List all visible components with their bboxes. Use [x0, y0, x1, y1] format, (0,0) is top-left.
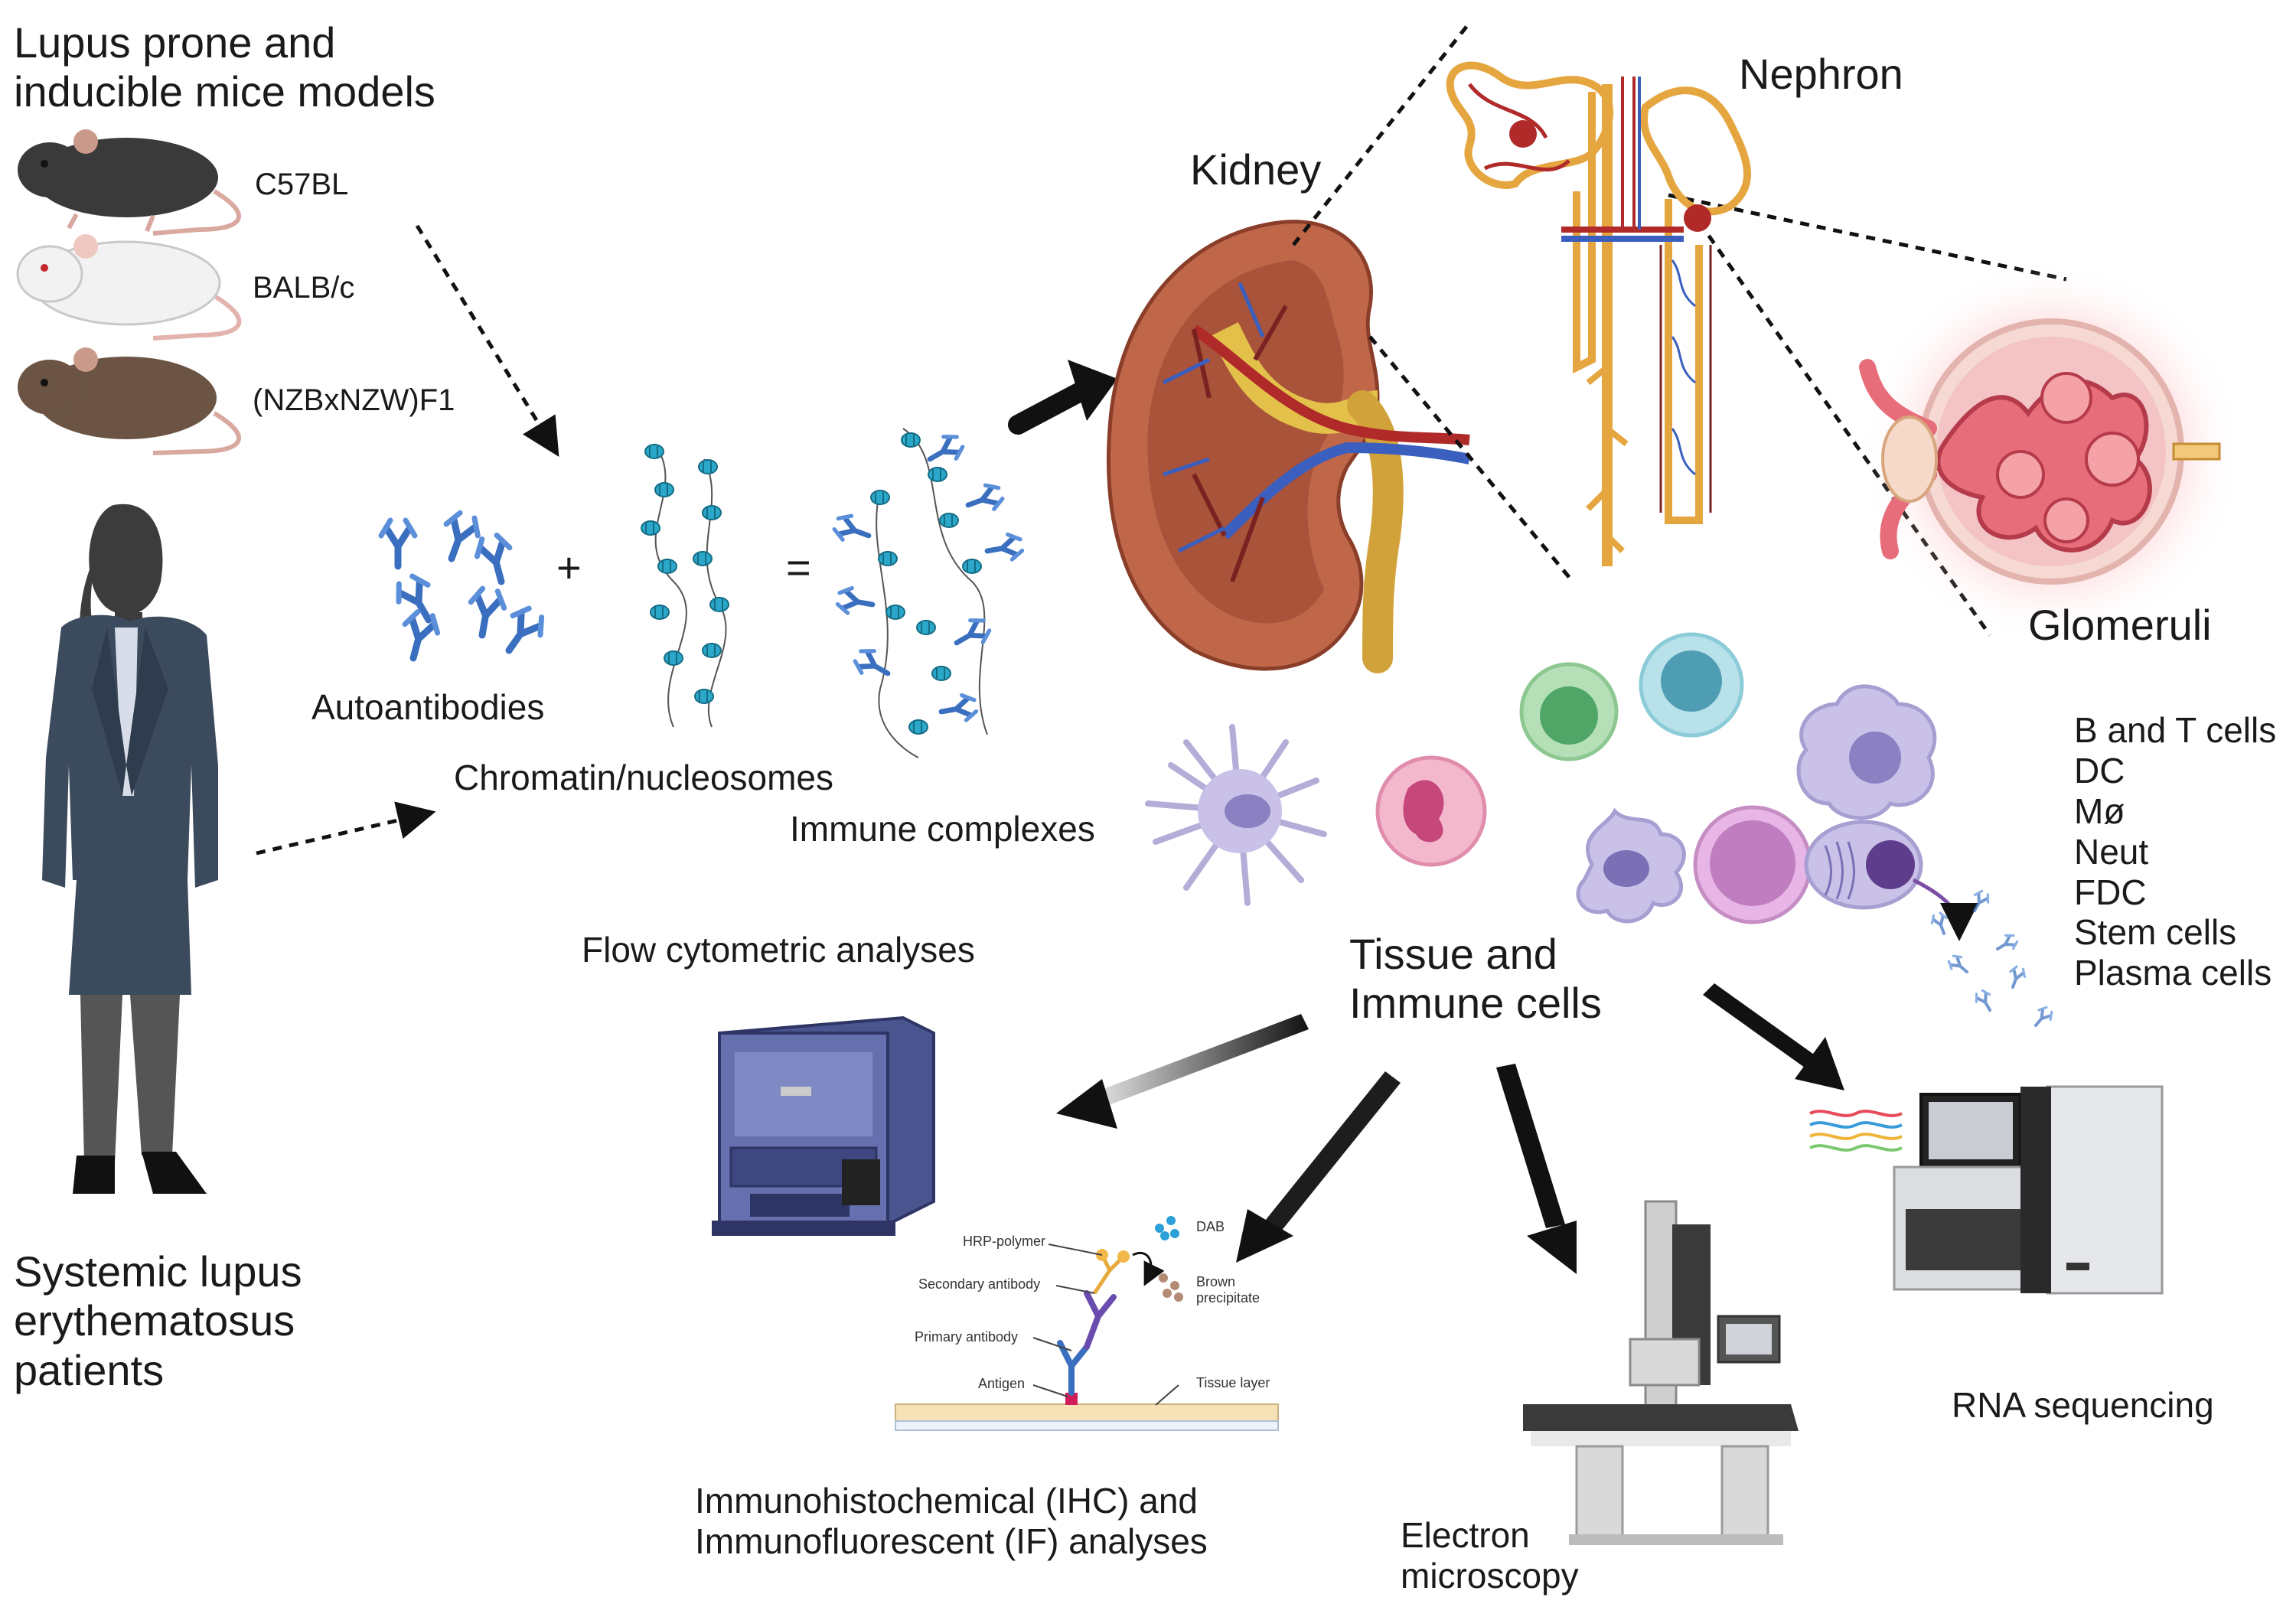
autoantibodies-label: Autoantibodies	[311, 687, 545, 727]
cell-type-fdc: FDC	[2074, 872, 2147, 912]
mice-models-title: Lupus prone and inducible mice models	[14, 18, 435, 117]
ihc-antigen-label: Antigen	[978, 1376, 1026, 1391]
ihc-dab-label: DAB	[1196, 1219, 1225, 1234]
ihc-if-label: Immunohistochemical (IHC) and Immunofluo…	[695, 1481, 1208, 1562]
immune-complexes-icon	[832, 428, 1023, 758]
cells-to-em-arrow	[1496, 1064, 1577, 1274]
em-line2: microscopy	[1401, 1555, 1579, 1596]
ihc-secondary-label: Secondary antibody	[918, 1276, 1041, 1292]
autoantibodies-icon	[381, 510, 549, 663]
tissue-immune-line2: Immune cells	[1349, 979, 1602, 1028]
electron-microscope-icon	[1523, 1200, 1799, 1545]
sle-patients-title: Systemic lupus erythematosus patients	[14, 1247, 302, 1395]
chromatin-icon	[641, 443, 729, 728]
mice-to-complexes-arrow	[415, 224, 559, 458]
patients-to-complexes-arrow	[256, 801, 436, 856]
mice-models-title-line2: inducible mice models	[14, 67, 435, 116]
sle-title-line3: patients	[14, 1345, 165, 1394]
ihc-brown-line1: Brown	[1196, 1274, 1236, 1289]
strain-label-nzbxnzw: (NZBxNZW)F1	[253, 383, 455, 417]
mouse-balbc-icon	[16, 234, 242, 341]
cell-type-plasma: Plasma cells	[2074, 953, 2272, 993]
chromatin-label: Chromatin/nucleosomes	[454, 758, 834, 797]
kidney-label: Kidney	[1190, 145, 1322, 194]
tissue-immune-cells-title: Tissue and Immune cells	[1349, 930, 1602, 1028]
cell-type-neut: Neut	[2074, 831, 2149, 872]
tissue-immune-line1: Tissue and	[1349, 930, 1557, 978]
sle-title-line1: Systemic lupus	[14, 1247, 302, 1296]
mouse-c57bl-icon	[18, 129, 241, 236]
cells-to-rna-arrow	[1703, 983, 1844, 1090]
stem-cell-icon	[1693, 805, 1812, 924]
em-line1: Electron	[1401, 1515, 1530, 1555]
neutrophil-icon	[1375, 755, 1487, 867]
cell-type-stem: Stem cells	[2074, 912, 2237, 953]
rna-sequencer-icon	[1809, 1085, 2164, 1295]
flow-cytometer-icon	[712, 1015, 935, 1236]
cell-type-macrophage: Mø	[2074, 790, 2125, 831]
immune-complexes-label: Immune complexes	[790, 809, 1095, 849]
nephron-illustration	[1446, 61, 1752, 566]
ihc-schematic-icon	[895, 1216, 1279, 1431]
cell-type-dc: DC	[2074, 750, 2125, 790]
sle-title-line2: erythematosus	[14, 1296, 295, 1345]
dendritic-cell-icon	[1145, 724, 1327, 906]
plus-sign: +	[556, 543, 582, 592]
sle-patient-figure	[42, 504, 218, 1194]
lymphocyte-green-icon	[1519, 662, 1619, 761]
strain-label-c57bl: C57BL	[255, 168, 349, 201]
flow-cytometry-label: Flow cytometric analyses	[582, 930, 975, 970]
mouse-nzbxnzw-icon	[18, 347, 241, 455]
rna-sequencing-label: RNA sequencing	[1952, 1385, 2214, 1425]
equals-sign: =	[786, 543, 811, 592]
cells-to-ihc-arrow	[1236, 1071, 1401, 1263]
glomeruli-illustration	[1859, 260, 2242, 643]
cell-types-list: B and T cells DC Mø Neut FDC Stem cells …	[2074, 710, 2276, 993]
glomeruli-label: Glomeruli	[2028, 601, 2212, 649]
immune-cells-illustration	[1145, 632, 2055, 1031]
kidney-illustration	[1106, 220, 1471, 673]
electron-microscopy-label: Electron microscopy	[1401, 1515, 1579, 1596]
cell-type-b-t: B and T cells	[2074, 710, 2277, 750]
plasma-cell-icon	[1804, 820, 1978, 941]
ihc-brown-line2: precipitate	[1196, 1289, 1261, 1305]
lymphocyte-teal-icon	[1639, 632, 1744, 738]
cells-to-flow-arrow	[1056, 1014, 1309, 1129]
follicular-dendritic-cell-icon	[1576, 807, 1686, 924]
ihc-brown-label: Brown precipitate	[1196, 1274, 1260, 1305]
ihc-if-line2: Immunofluorescent (IF) analyses	[695, 1521, 1208, 1561]
ihc-primary-label: Primary antibody	[915, 1329, 1019, 1345]
ihc-if-line1: Immunohistochemical (IHC) and	[695, 1481, 1199, 1521]
complexes-to-kidney-arrow	[1008, 360, 1117, 435]
ihc-hrp-label: HRP-polymer	[963, 1234, 1046, 1249]
secreted-antibodies-icon	[1929, 889, 2054, 1031]
nephron-label: Nephron	[1739, 50, 1903, 98]
ihc-tissue-label: Tissue layer	[1196, 1375, 1270, 1390]
strain-label-balbc: BALB/c	[253, 271, 355, 305]
mice-models-title-line1: Lupus prone and	[14, 18, 336, 67]
macrophage-icon	[1796, 684, 1937, 820]
